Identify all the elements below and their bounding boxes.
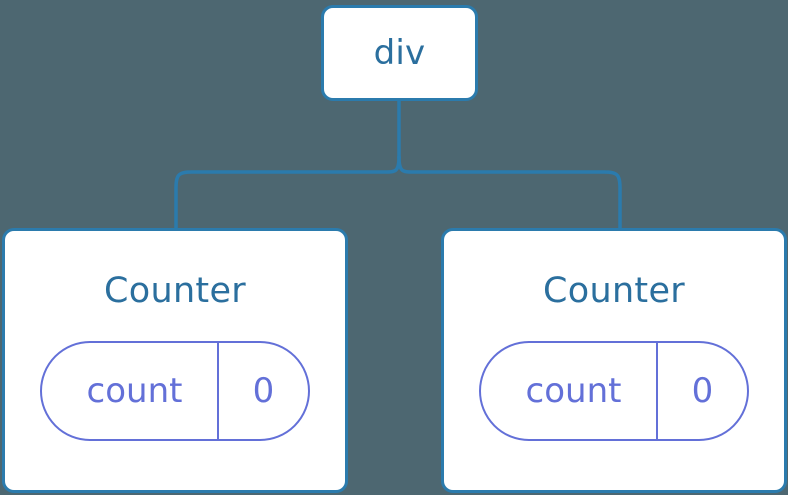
state-value-left: 0 — [217, 343, 308, 439]
node-counter-right[interactable]: Counter count 0 — [441, 228, 787, 493]
node-counter-left[interactable]: Counter count 0 — [2, 228, 348, 493]
node-div[interactable]: div — [321, 5, 478, 101]
node-counter-left-label: Counter — [104, 271, 246, 311]
state-value-right: 0 — [656, 343, 747, 439]
state-key-left: count — [86, 371, 183, 411]
state-pill-left[interactable]: count 0 — [40, 341, 310, 441]
node-div-label: div — [373, 33, 426, 73]
state-key-right: count — [525, 371, 622, 411]
node-counter-right-label: Counter — [543, 271, 685, 311]
state-pill-right[interactable]: count 0 — [479, 341, 749, 441]
